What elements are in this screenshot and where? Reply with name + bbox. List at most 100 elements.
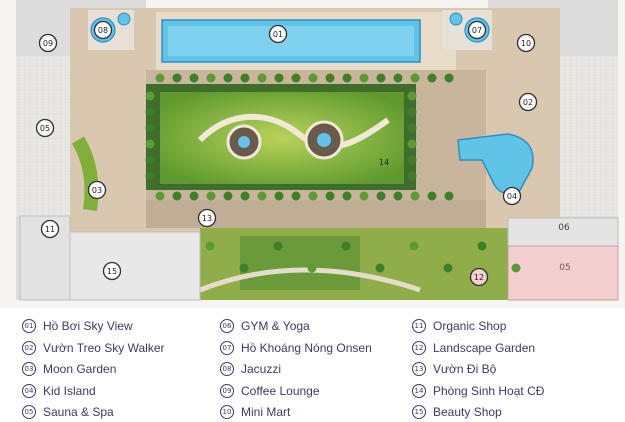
legend-item-09: 09 Coffee Lounge [220, 381, 320, 401]
tree [172, 73, 182, 83]
zone-label-06: 06 [558, 223, 570, 233]
zone-marker-label: 15 [107, 267, 117, 276]
tree [206, 191, 216, 201]
tree [189, 73, 199, 83]
kid-island-pool [457, 133, 534, 195]
zone-marker-label: 04 [507, 192, 517, 201]
garden-bed [240, 236, 360, 290]
legend-item-07: 07 Hồ Khoáng Nóng Onsen [220, 338, 372, 358]
zone-marker-circle [40, 219, 60, 239]
zone-marker-circle [469, 267, 489, 287]
tree [274, 191, 284, 201]
legend-label: Sauna & Spa [43, 405, 114, 419]
tree [444, 73, 454, 83]
west-garden [71, 136, 99, 212]
legend-number-badge: 12 [412, 340, 426, 355]
zone-marker-circle [467, 20, 487, 40]
zone-marker-label: 12 [474, 273, 484, 282]
tree [145, 171, 155, 181]
garden-path [199, 267, 421, 293]
tree [443, 263, 453, 273]
zone-marker-circle [87, 180, 107, 200]
legend-label: Coffee Lounge [241, 383, 320, 398]
zone-marker-circle [35, 118, 55, 138]
curved-walkway [197, 113, 390, 150]
legend-label: Landscape Garden [433, 340, 536, 355]
tree [325, 191, 335, 201]
zone-marker-circle [93, 20, 113, 40]
tree [341, 241, 351, 251]
zone-marker-label: 05 [40, 124, 50, 133]
tree [155, 73, 165, 83]
fountain-east [317, 133, 331, 147]
legend-number-badge: 07 [220, 340, 234, 355]
tree [145, 155, 155, 165]
tree [407, 91, 417, 101]
zone-marker-label: 14 [379, 158, 389, 167]
east-building-grid [560, 56, 618, 216]
zone-marker-01: 01 [268, 24, 288, 44]
zone-marker-label: 09 [43, 39, 53, 48]
legend-label: Mini Mart [241, 405, 291, 419]
tree [291, 73, 301, 83]
tree [407, 139, 417, 149]
zone-marker-label: 10 [521, 39, 531, 48]
tree [257, 191, 267, 201]
tree [359, 191, 369, 201]
pool-water-highlight [168, 26, 414, 56]
spa-shop-area [507, 245, 619, 301]
legend-item-05: 05 Sauna & Spa [22, 402, 114, 422]
legend-number-badge: 11 [412, 319, 426, 333]
zone-marker-15: 15 [102, 261, 122, 281]
zone-marker-circle [516, 33, 536, 53]
legend-label: Moon Garden [43, 362, 117, 376]
zone-marker-circle [518, 92, 538, 112]
zone-marker-label: 08 [98, 26, 108, 35]
zone-marker-04: 04 [502, 186, 522, 206]
tree [393, 73, 403, 83]
legend-number-badge: 05 [22, 405, 36, 419]
jacuzzi-small [117, 12, 131, 26]
zone-marker-label: 11 [45, 225, 55, 234]
tree [376, 191, 386, 201]
zone-marker-09: 09 [38, 33, 58, 53]
legend-label: GYM & Yoga [241, 319, 310, 333]
tree [409, 241, 419, 251]
tree [145, 107, 155, 117]
tree [376, 73, 386, 83]
legend-number-badge: 14 [412, 383, 426, 398]
tree [223, 191, 233, 201]
tree [444, 191, 454, 201]
legend-number-badge: 03 [22, 362, 36, 376]
walking-terrace [146, 200, 486, 228]
tree [291, 191, 301, 201]
zone-marker-08: 08 [93, 20, 113, 40]
tree [274, 73, 284, 83]
zone-label-05b: 05 [559, 263, 570, 273]
tree [145, 91, 155, 101]
tree [477, 241, 487, 251]
tree [205, 241, 215, 251]
zone-marker-label: 02 [523, 98, 533, 107]
tree [427, 73, 437, 83]
legend-label: Hồ Khoáng Nóng Onsen [241, 340, 372, 355]
legend-number-badge: 13 [412, 362, 426, 376]
legend-number-badge: 01 [22, 319, 36, 333]
legend-number-badge: 08 [220, 362, 234, 376]
zone-marker-label: 03 [92, 186, 102, 195]
legend-number-badge: 09 [220, 383, 234, 398]
zone-marker-07: 07 [467, 20, 487, 40]
zone-marker-10: 10 [516, 33, 536, 53]
tree [325, 73, 335, 83]
gym-area [507, 217, 619, 247]
onsen-small [449, 12, 463, 26]
tree [172, 191, 182, 201]
legend-label: Vườn Treo Sky Walker [43, 340, 165, 355]
